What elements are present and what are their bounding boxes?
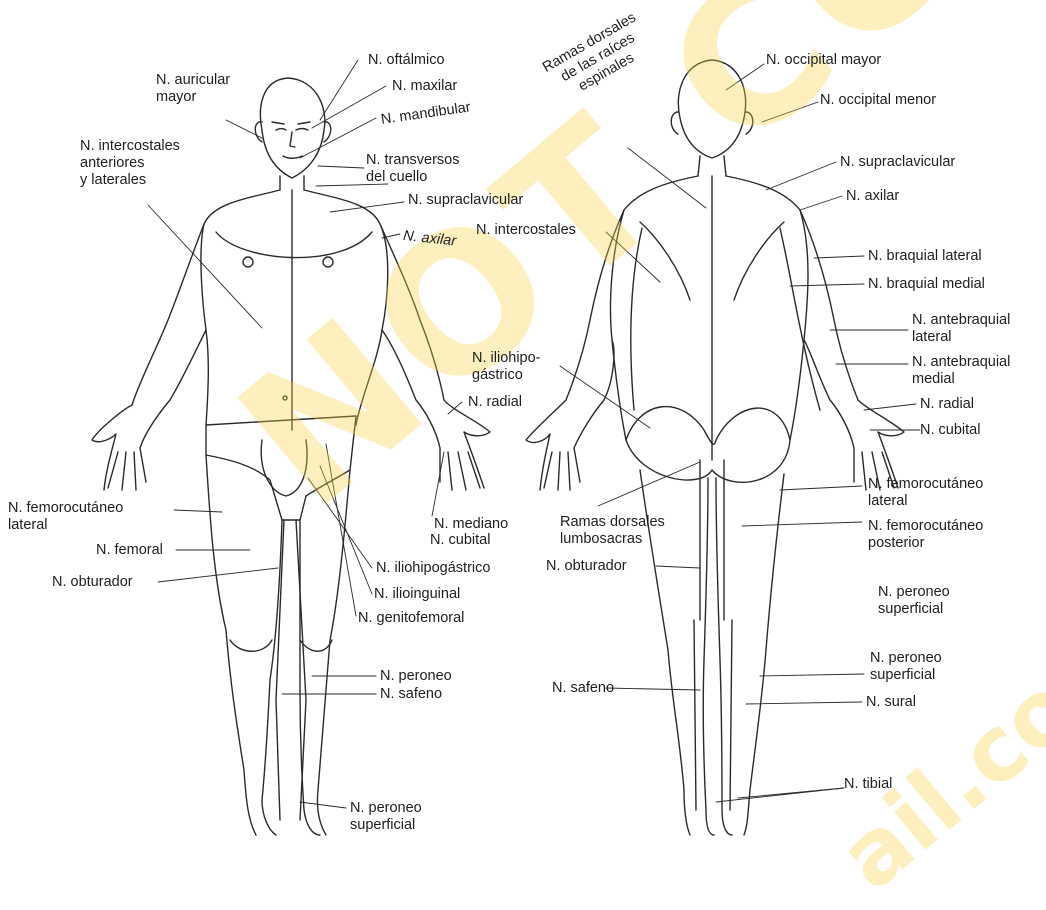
leader-lines — [148, 60, 920, 808]
label-supraclavicular-post: N. supraclavicular — [840, 154, 955, 171]
label-femorocutaneo-lateral-post: N. femorocutáneo lateral — [868, 476, 983, 510]
label-peroneo: N. peroneo — [380, 668, 452, 685]
label-mediano: N. mediano — [434, 516, 508, 533]
anterior-torso — [201, 190, 388, 425]
label-peroneo-superficial: N. peroneo superficial — [350, 800, 422, 834]
dermatome-diagram: NOT COPY ail.com N. oftálmico N. auricul… — [0, 0, 1046, 839]
label-safeno: N. safeno — [380, 686, 442, 703]
label-antebraquial-medial: N. antebraquial medial — [912, 354, 1010, 388]
label-braquial-lateral: N. braquial lateral — [868, 248, 982, 265]
label-cubital-post: N. cubital — [920, 422, 980, 439]
label-auricular-mayor: N. auricular mayor — [156, 72, 230, 106]
label-obturador: N. obturador — [52, 574, 133, 591]
label-oftalmico: N. oftálmico — [368, 52, 445, 69]
label-occipital-mayor: N. occipital mayor — [766, 52, 881, 69]
label-safeno-post: N. safeno — [552, 680, 614, 697]
label-femoral: N. femoral — [96, 542, 163, 559]
label-iliohipogastrico: N. iliohipogástrico — [376, 560, 490, 577]
label-obturador-post: N. obturador — [546, 558, 627, 575]
label-genitofemoral: N. genitofemoral — [358, 610, 464, 627]
label-radial-post: N. radial — [920, 396, 974, 413]
label-ilioinguinal: N. ilioinguinal — [374, 586, 460, 603]
label-axilar-post: N. axilar — [846, 188, 899, 205]
label-cubital: N. cubital — [430, 532, 490, 549]
label-supraclavicular: N. supraclavicular — [408, 192, 523, 209]
label-radial: N. radial — [468, 394, 522, 411]
label-femorocutaneo-posterior: N. femorocutáneo posterior — [868, 518, 983, 552]
label-intercostales-anteriores: N. intercostales anteriores y laterales — [80, 138, 180, 189]
label-peroneo-superficial-post-b: N. peroneo superficial — [870, 650, 942, 684]
label-occipital-menor: N. occipital menor — [820, 92, 936, 109]
posterior-figure — [526, 60, 904, 835]
label-femorocutaneo-lateral: N. femorocutáneo lateral — [8, 500, 123, 534]
posterior-head — [678, 60, 745, 158]
label-braquial-medial: N. braquial medial — [868, 276, 985, 293]
label-sural: N. sural — [866, 694, 916, 711]
anterior-head — [260, 78, 324, 178]
label-intercostales: N. intercostales — [476, 222, 576, 239]
label-tibial: N. tibial — [844, 776, 892, 793]
label-ramas-dorsales-lumbosacras: Ramas dorsales lumbosacras — [560, 514, 665, 548]
body-outlines — [0, 0, 1046, 839]
label-iliohipogastrico-post: N. iliohipo- gástrico — [472, 350, 541, 384]
label-peroneo-superficial-post-a: N. peroneo superficial — [878, 584, 950, 618]
posterior-torso — [611, 176, 809, 440]
label-maxilar: N. maxilar — [392, 78, 457, 95]
label-antebraquial-lateral: N. antebraquial lateral — [912, 312, 1010, 346]
label-transversos-cuello: N. transversos del cuello — [366, 152, 459, 186]
